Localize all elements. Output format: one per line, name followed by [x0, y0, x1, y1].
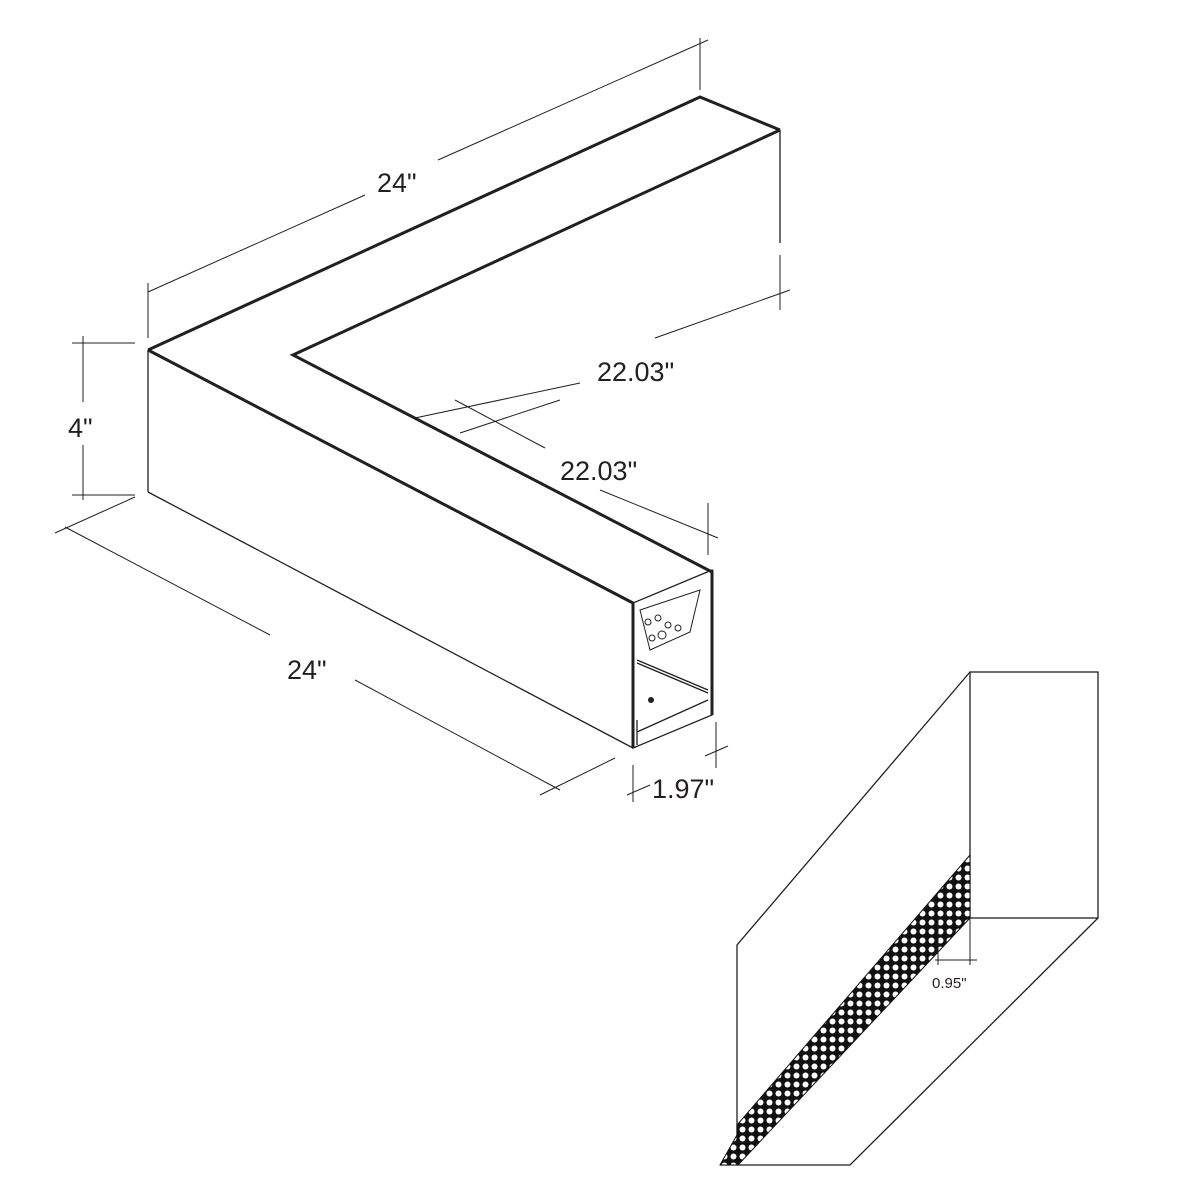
- perforated-lens: [719, 853, 971, 1166]
- dimension-label-top-length: 24": [377, 168, 417, 198]
- perforated-lens-detail: 0.95": [719, 671, 1099, 1166]
- end-profile: [631, 569, 714, 749]
- top-outer-edge: [147, 95, 781, 352]
- dimension-label-inner-upper: 22.03": [597, 357, 674, 387]
- dimension-lines: [54, 38, 791, 802]
- dimension-label-width: 1.97": [652, 774, 714, 804]
- dimension-label-height: 4": [68, 413, 93, 443]
- dimension-label-bottom-length: 24": [287, 655, 327, 685]
- top-inner-edge: [289, 128, 781, 574]
- dimension-label-lens-width: 0.95": [932, 975, 967, 992]
- top-front-edge: [147, 348, 634, 605]
- dimension-label-inner-lower: 22.03": [560, 456, 637, 486]
- main-fixture-body: [147, 95, 781, 749]
